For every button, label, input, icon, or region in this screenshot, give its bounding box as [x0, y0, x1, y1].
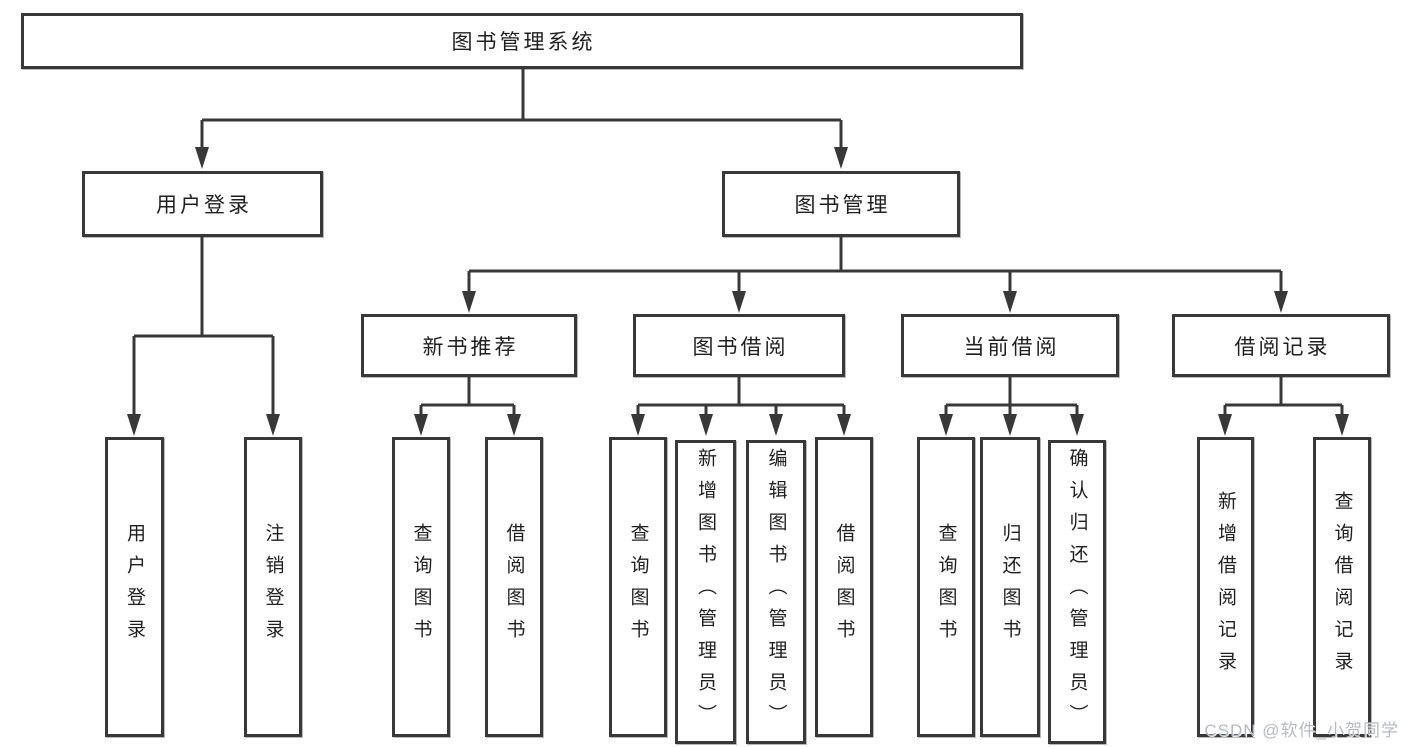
- leaf-add-borrow-record: 新增借阅记录: [1197, 437, 1254, 737]
- node-user-login: 用户登录: [82, 171, 323, 237]
- arrowheads: [127, 147, 1349, 436]
- node-book-borrowing: 图书借阅: [633, 314, 845, 377]
- leaf-return-books: 归还图书: [980, 437, 1040, 737]
- node-book-management: 图书管理: [722, 171, 960, 237]
- leaf-add-books-admin: 新增图书（管理员）: [675, 440, 736, 744]
- node-new-book-recommend: 新书推荐: [361, 314, 577, 377]
- node-root: 图书管理系统: [21, 13, 1023, 69]
- leaf-borrow-books-recommend: 借阅图书: [485, 437, 543, 737]
- leaf-query-books-current: 查询图书: [917, 437, 975, 737]
- leaf-borrow-books-borrowing: 借阅图书: [815, 437, 873, 737]
- leaf-edit-books-admin: 编辑图书（管理员）: [746, 440, 806, 744]
- leaf-confirm-return-admin: 确认归还（管理员）: [1048, 440, 1106, 744]
- node-current-borrowing: 当前借阅: [901, 314, 1119, 377]
- leaf-user-login: 用户登录: [105, 437, 164, 737]
- leaf-logout: 注销登录: [244, 437, 302, 737]
- leaf-query-borrow-record: 查询借阅记录: [1313, 437, 1371, 737]
- node-borrowing-records: 借阅记录: [1172, 314, 1390, 377]
- leaf-query-books-recommend: 查询图书: [392, 437, 450, 737]
- leaf-query-books-borrowing: 查询图书: [609, 437, 667, 737]
- watermark: CSDN @软件_小贺同学: [1204, 721, 1399, 740]
